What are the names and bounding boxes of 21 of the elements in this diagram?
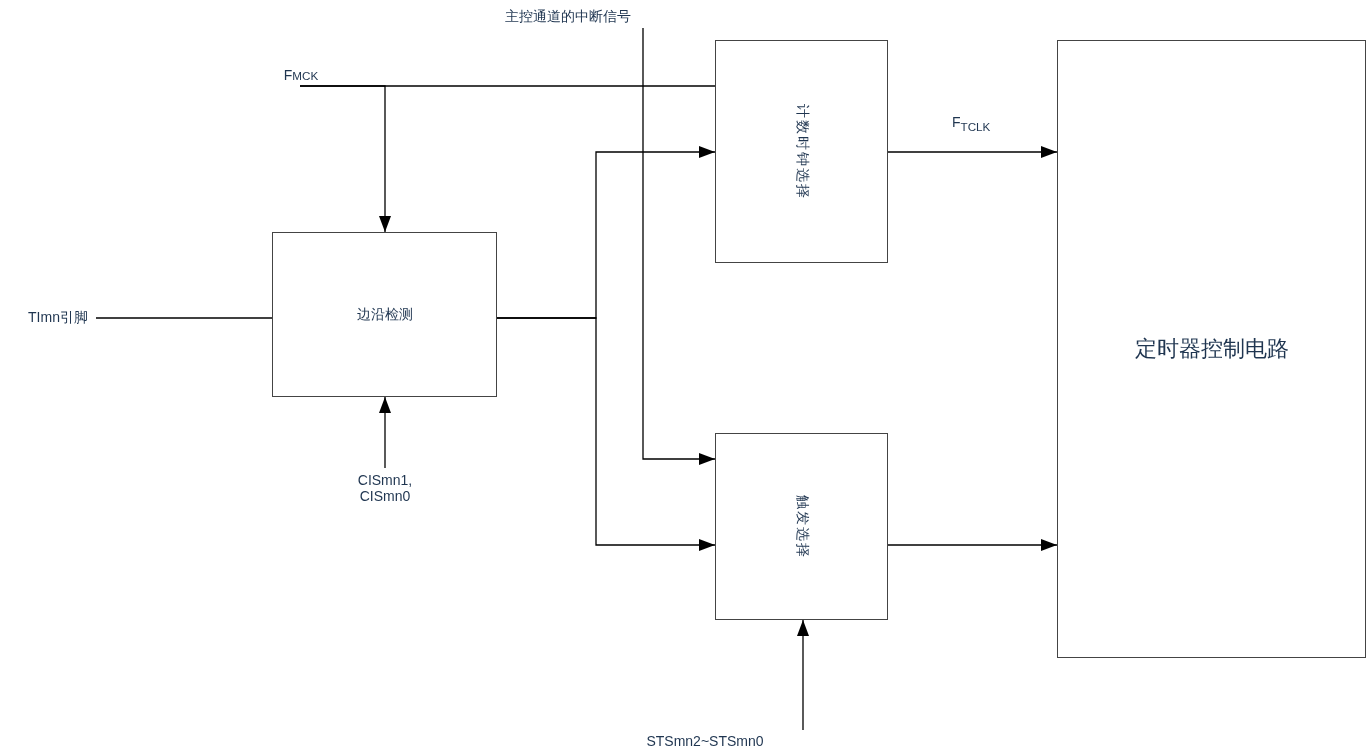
process-box [715, 433, 888, 620]
arrow [379, 396, 391, 469]
connector-line [95, 317, 273, 319]
box-label: 边沿检测 [356, 305, 413, 324]
process-box [272, 232, 497, 397]
arrow [642, 27, 716, 465]
box-label: 触发选择 [793, 494, 811, 559]
edge-label: F$_{TCLK}$ [950, 114, 993, 133]
arrow [299, 85, 391, 233]
arrow [887, 146, 1058, 158]
box-label: 定时器控制电路 [1134, 335, 1289, 363]
signal-label: TImn引脚 [20, 307, 96, 329]
signal-label: STSmn2~STSmn0 [645, 730, 765, 752]
arrow [887, 539, 1058, 551]
box-label: 计数时钟选择 [793, 103, 811, 200]
process-box [1057, 40, 1366, 658]
process-box [715, 40, 888, 263]
arrow [797, 619, 809, 731]
arrow [496, 317, 716, 551]
signal-label: 主控通道的中断信号 [478, 6, 658, 28]
signal-label: CISmn1, CISmn0 [335, 468, 435, 508]
